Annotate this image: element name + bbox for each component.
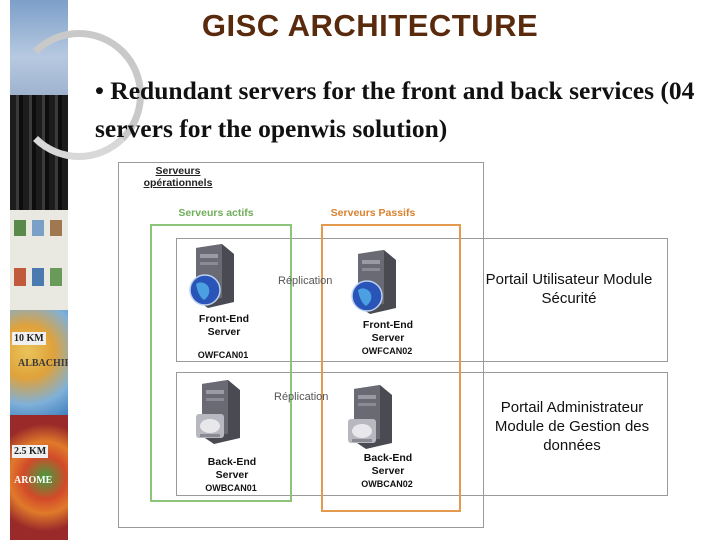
- front-services-text: Portail Utilisateur Module Sécurité: [485, 271, 653, 307]
- front-passive-code: OWFCAN02: [361, 346, 413, 356]
- front-passive-name: Front-End Server: [362, 319, 414, 344]
- active-servers-label: Serveurs actifs: [178, 207, 254, 219]
- passive-servers-label: Serveurs Passifs: [330, 207, 416, 219]
- operational-servers-label: Serveurs opérationnels: [143, 165, 213, 189]
- decorative-arc: [14, 30, 144, 160]
- tile-label-albachir: ALBACHIR: [18, 358, 68, 369]
- weather-map-tile-1: 10 KM ALBACHIR: [10, 310, 68, 415]
- thumbnails-image-tile: [10, 210, 68, 310]
- active-servers-frame: [150, 224, 292, 502]
- back-passive-name: Back-End Server: [363, 452, 413, 477]
- front-end-passive-server-icon: [351, 250, 396, 314]
- back-end-row-frame: [176, 372, 668, 496]
- tile-label-25km: 2.5 KM: [12, 445, 49, 458]
- weather-map-tile-2: 2.5 KM AROME: [10, 415, 68, 540]
- passive-servers-frame: [321, 224, 461, 512]
- front-active-code: OWFCAN01: [197, 350, 249, 360]
- back-end-server-icon: [196, 380, 240, 444]
- front-end-server-icon: [189, 244, 234, 308]
- back-end-passive-server-icon: [348, 385, 392, 449]
- bullet-text: • Redundant servers for the front and ba…: [95, 76, 695, 143]
- operational-servers-frame: [118, 162, 484, 528]
- back-services-text: Portail Administrateur Module de Gestion…: [494, 399, 650, 454]
- front-replication-label: Réplication: [278, 275, 333, 287]
- front-active-name: Front-End Server: [198, 313, 250, 338]
- back-passive-code: OWBCAN02: [361, 479, 413, 489]
- tile-label-10km: 10 KM: [12, 332, 46, 345]
- back-active-code: OWBCAN01: [205, 483, 257, 493]
- back-active-name: Back-End Server: [207, 456, 257, 481]
- back-replication-label: Réplication: [274, 391, 329, 403]
- tile-label-arome: AROME: [14, 475, 53, 486]
- slide-title: GISC ARCHITECTURE: [201, 8, 539, 43]
- front-end-row-frame: [176, 238, 668, 362]
